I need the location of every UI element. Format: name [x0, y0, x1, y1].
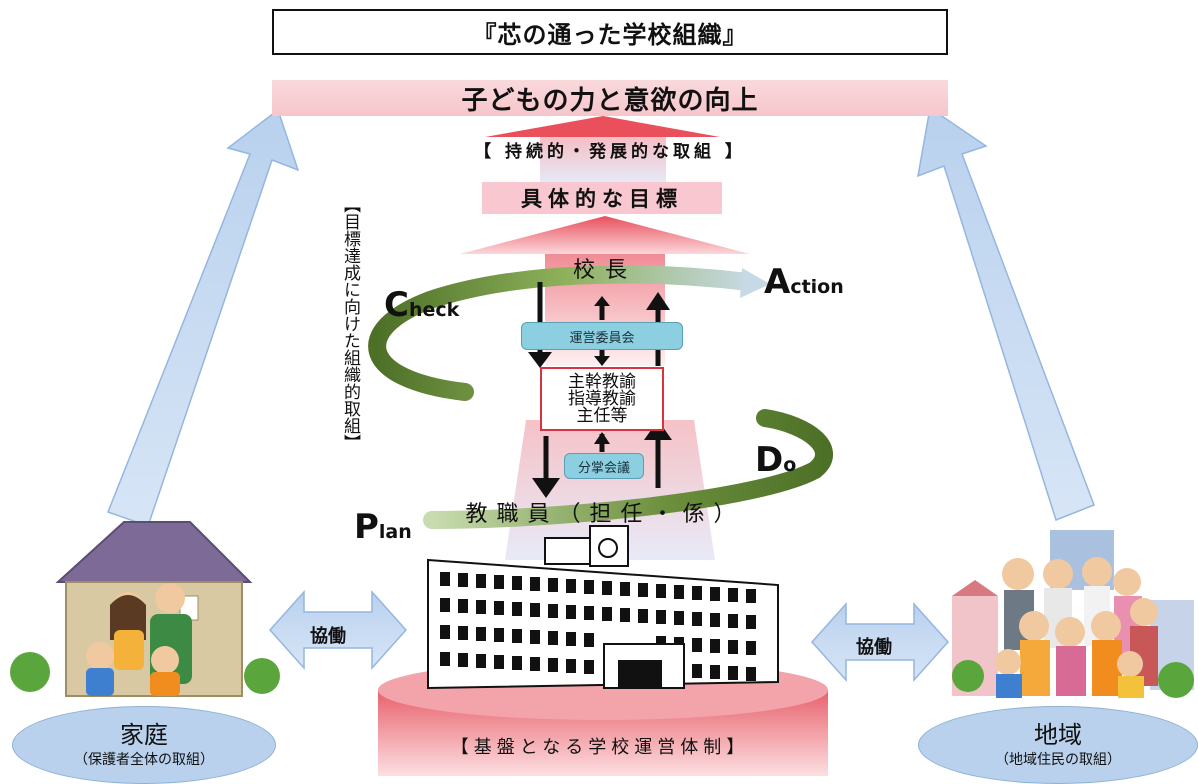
- pdca-plan-rest: lan: [378, 521, 412, 543]
- middle-leader-line: 主幹教諭: [568, 371, 636, 392]
- principal-arrow-head: [460, 216, 750, 254]
- blue-arrow-left: [107, 108, 300, 527]
- pdca-check-rest: heck: [408, 299, 460, 321]
- home-label: 家庭: [120, 721, 168, 749]
- goal-banner: 子どもの力と意欲の向上: [272, 80, 948, 116]
- community-ellipse: 地域 （地域住民の取組）: [918, 706, 1198, 784]
- pdca-plan-label: Plan: [354, 507, 412, 547]
- central-shaft: [505, 420, 715, 560]
- staff-label: 教職員（担任・係）: [465, 502, 745, 527]
- top-arrow-head: [485, 116, 720, 137]
- management-committee-box: 運営委員会: [521, 322, 683, 350]
- vertical-note: 【目標達成に向けた組織的取組】: [340, 196, 360, 451]
- base-structure-label: 【基盤となる学校運営体制】: [450, 737, 750, 758]
- org-arrow-heads: [528, 292, 672, 498]
- community-label: 地域: [1034, 721, 1082, 749]
- home-ellipse: 家庭 （保護者全体の取組）: [12, 706, 276, 784]
- cooperation-label-right: 協働: [856, 637, 892, 658]
- home-sub-label: （保護者全体の取組）: [74, 752, 214, 768]
- pdca-plan-initial: P: [354, 507, 379, 547]
- pdca-do-label: Do: [755, 440, 796, 480]
- pdca-check-initial: C: [384, 285, 409, 325]
- action-arrow-head: [740, 268, 770, 298]
- middle-leaders-box: 主幹教諭 指導教諭 主任等: [540, 367, 664, 431]
- pdca-swirl-upper: [368, 265, 757, 401]
- pdca-action-initial: A: [764, 262, 791, 302]
- pdca-do-rest: o: [783, 454, 797, 476]
- sustainable-efforts-label: 【 持続的・発展的な取組 】: [474, 142, 746, 162]
- pdca-swirl-lower: [423, 409, 833, 529]
- family-house-icon: [10, 521, 280, 697]
- cooperation-label-left: 協働: [310, 626, 346, 647]
- division-meeting-box: 分掌会議: [564, 453, 644, 479]
- principal-label: 校長: [572, 258, 637, 283]
- middle-leader-line: 指導教諭: [568, 388, 636, 409]
- community-people-icon: [952, 530, 1194, 698]
- pdca-check-label: Check: [384, 285, 459, 325]
- pdca-action-rest: ction: [790, 276, 844, 298]
- middle-leader-line: 主任等: [576, 405, 628, 426]
- pdca-action-label: Action: [764, 262, 844, 302]
- pdca-do-initial: D: [755, 440, 784, 480]
- community-sub-label: （地域住民の取組）: [995, 752, 1121, 768]
- diagram-title: 『芯の通った学校組織』: [272, 9, 948, 55]
- cooperation-arrow-left: [268, 590, 408, 670]
- school-building-icon: [427, 525, 779, 690]
- cooperation-arrow-right: [810, 602, 950, 682]
- blue-arrow-right: [917, 106, 1095, 521]
- specific-goal-banner: 具体的な目標: [482, 182, 722, 214]
